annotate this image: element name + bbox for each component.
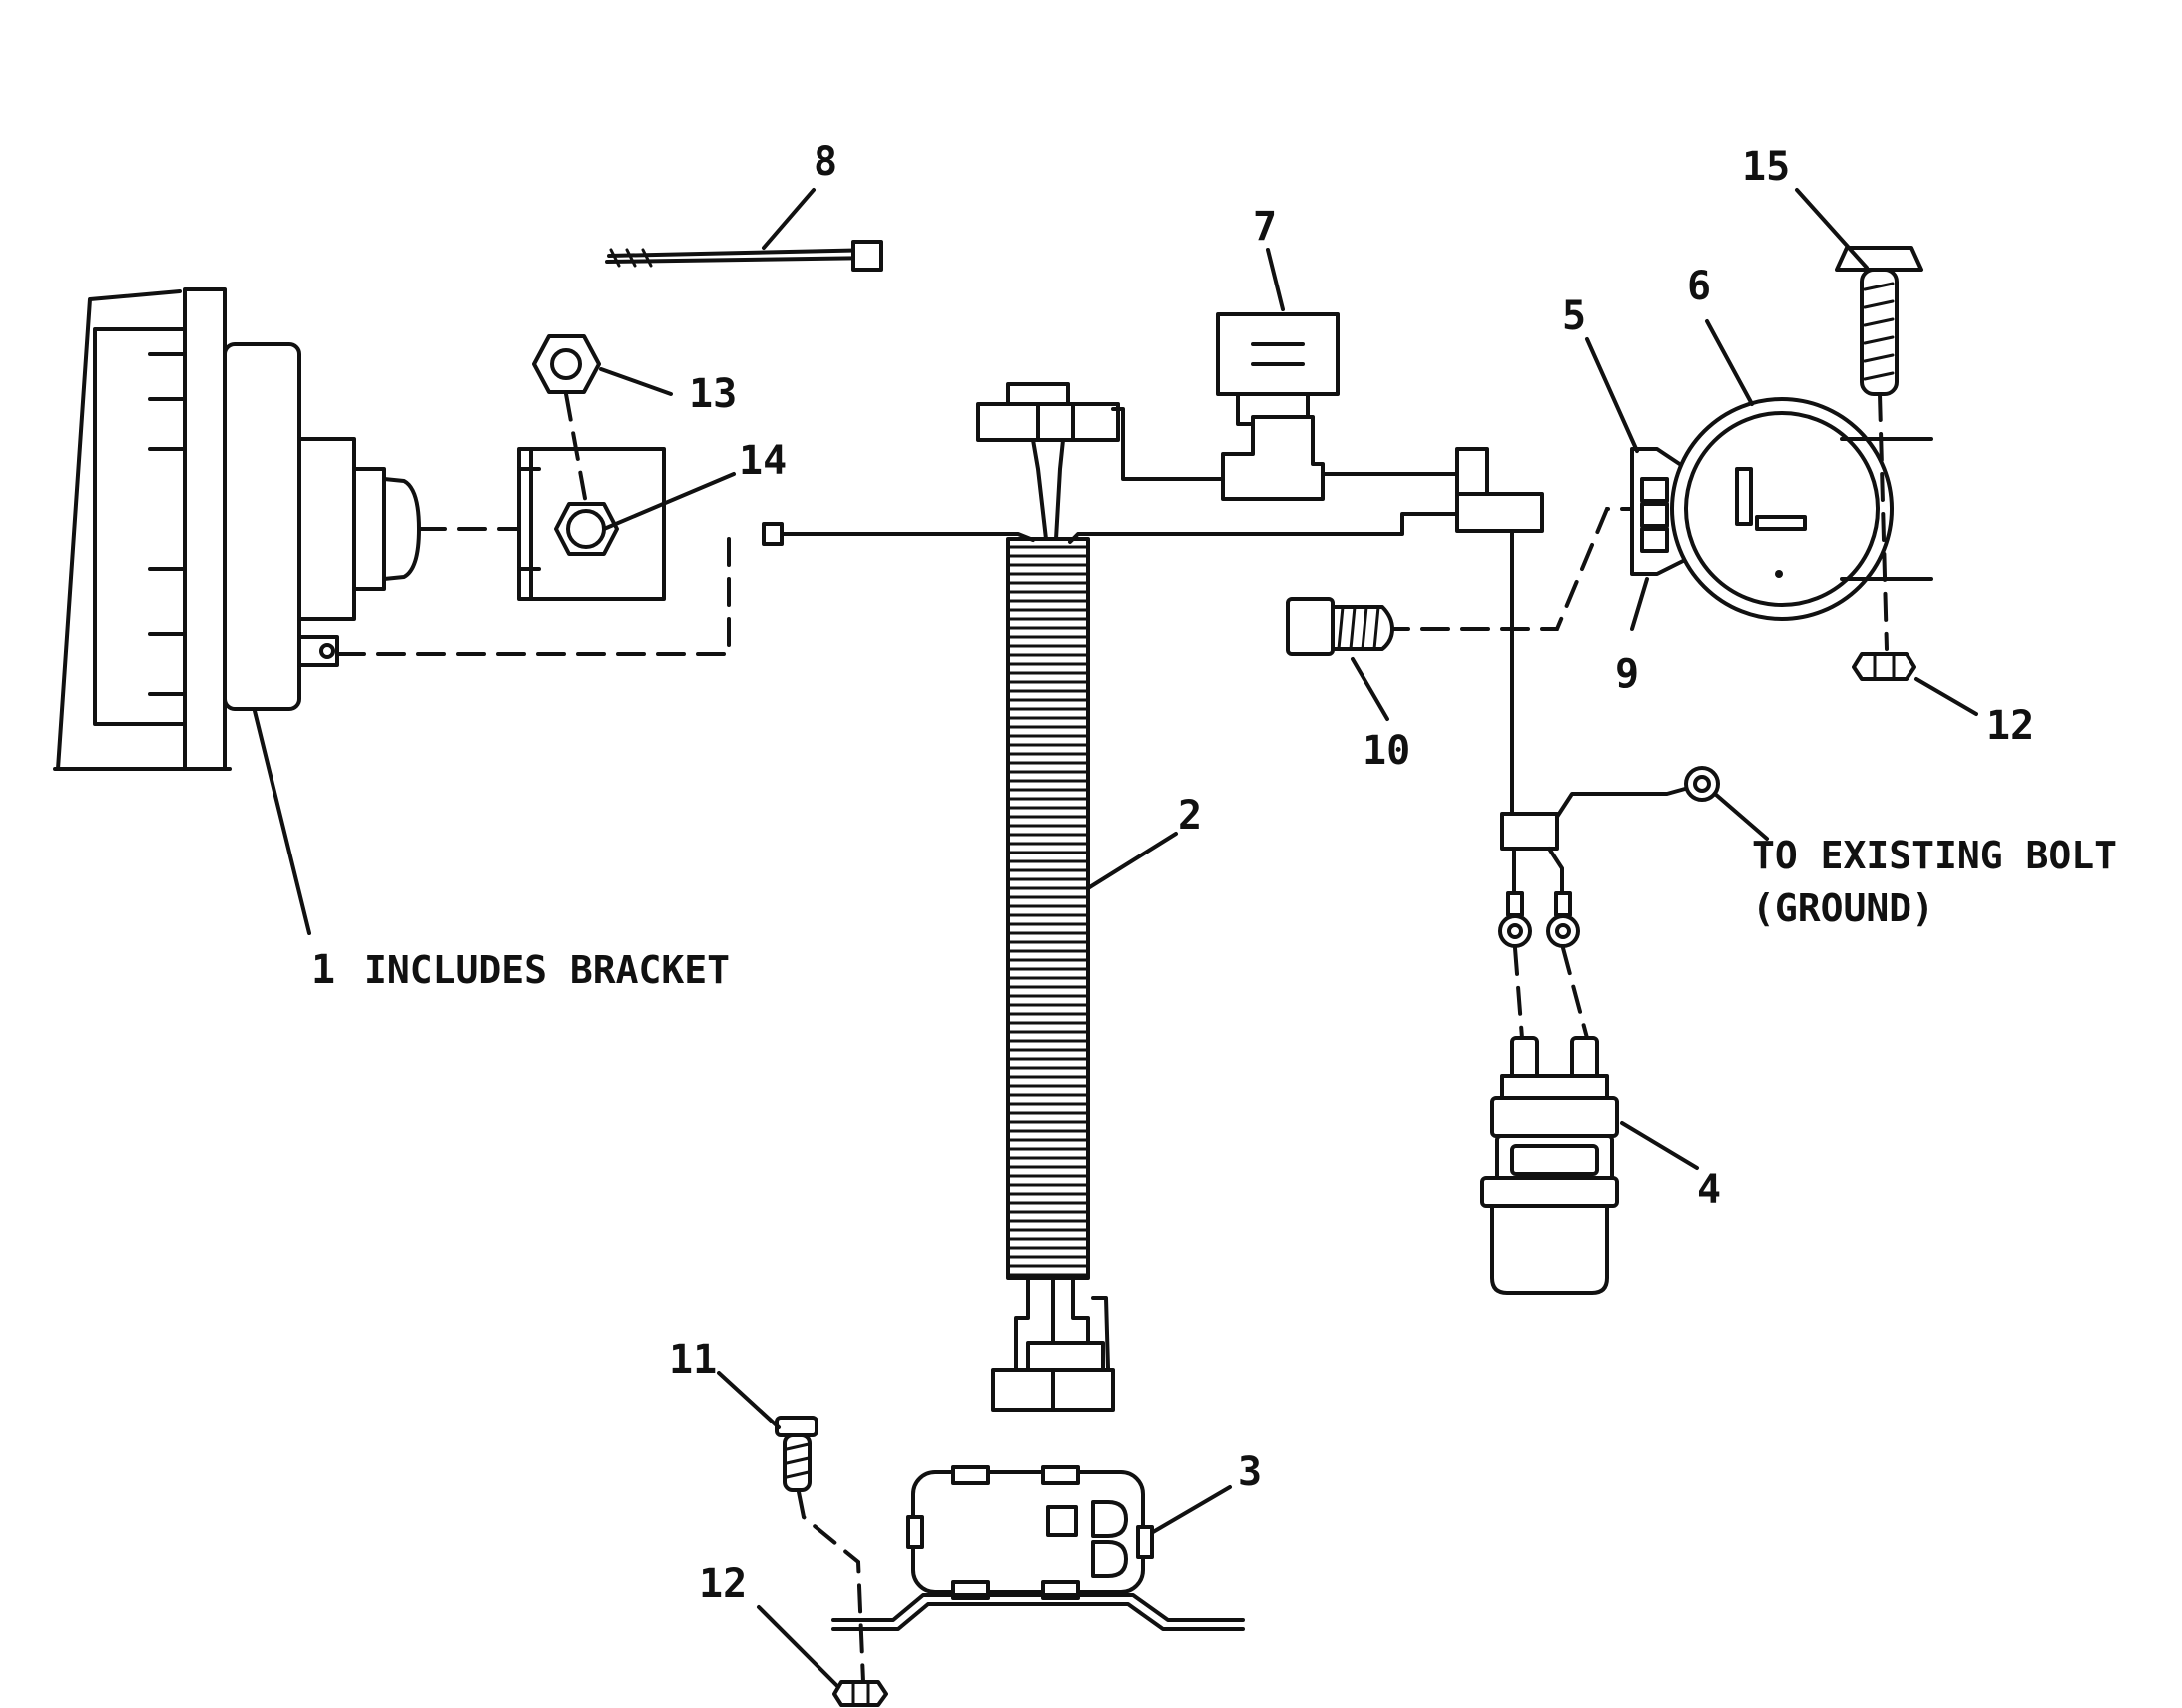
ground-wire-lamp [337,537,731,656]
leader-4 [1620,1121,1699,1170]
leader-9 [1630,577,1649,631]
leader-1 [253,709,311,935]
callout-15: 15 [1742,144,1790,190]
leader-11 [717,1371,781,1429]
callout-2: 2 [1178,793,1202,839]
gauge-part-6 [1670,397,1933,621]
note-includes-bracket: INCLUDES BRACKET [364,948,730,992]
callout-11: 11 [669,1337,717,1383]
mounting-bracket-part-3-lower [831,1602,1245,1631]
leader-8 [762,188,816,250]
wire-to-lamp [777,532,1035,542]
callout-7: 7 [1253,204,1277,250]
callout-8: 8 [814,139,837,185]
bolt-part-10 [1286,597,1394,656]
leader-10 [1351,657,1389,721]
leader-5 [1585,337,1639,453]
lamp-housing-part-1 [53,287,421,771]
note-ground-line1: TO EXISTING BOLT [1752,834,2117,877]
callout-3: 3 [1238,1449,1262,1495]
leader-6 [1705,319,1754,406]
wiring-harness-part-2 [976,382,1120,1412]
pressure-switch-part-4 [1480,1036,1619,1295]
leader-14 [602,472,736,531]
ground-lead [1498,766,1720,948]
leader-ground [1713,792,1769,841]
note-ground-line2: (GROUND) [1752,886,1934,930]
assembly-line-13-14 [564,392,588,506]
leader-12-right [1914,677,1978,716]
nut-part-12-right [1852,652,1916,681]
harness-sheath-ribs [1010,545,1086,1277]
screw-part-11 [775,1416,818,1492]
connector-part-7 [1216,312,1340,426]
wire-terminal-lamp [762,522,784,546]
clip-part-9 [1640,477,1669,553]
wire-junction-to-bracket [1380,507,1634,631]
bolt-part-15 [1835,246,1923,396]
cable-tie-part-8 [605,240,883,272]
assembly-line-15-12 [1878,392,1889,651]
nut-part-13 [532,334,601,394]
wire-to-part-7 [1111,407,1225,481]
mounting-bracket-part-3 [831,1593,1245,1622]
callout-10: 10 [1363,728,1410,774]
assembly-line-4a [1513,946,1524,1040]
nut-part-12-bottom [832,1680,888,1707]
module-part-3 [906,1465,1154,1600]
callout-4: 4 [1697,1167,1721,1213]
callout-13: 13 [689,371,737,417]
assembly-line-4b [1561,946,1589,1040]
callout-12-right: 12 [1986,703,2034,749]
leader-7 [1266,248,1285,311]
connector-socket-part-7 [1221,415,1325,501]
wire-harness-to-junction [1068,512,1464,544]
leader-13 [599,367,673,396]
leader-15 [1795,188,1869,270]
callout-1: 1 [311,947,335,993]
assembly-line-11-12 [797,1490,865,1684]
mount-block-part-14 [517,447,666,601]
leader-2 [1086,832,1178,890]
leader-3 [1151,1485,1232,1534]
callout-14: 14 [739,438,787,484]
callout-12-bottom: 12 [699,1561,747,1607]
junction-connector [1455,447,1544,533]
callout-5: 5 [1562,293,1586,339]
callout-9: 9 [1615,651,1639,697]
callout-6: 6 [1687,264,1711,309]
leader-12-bottom [757,1605,840,1689]
